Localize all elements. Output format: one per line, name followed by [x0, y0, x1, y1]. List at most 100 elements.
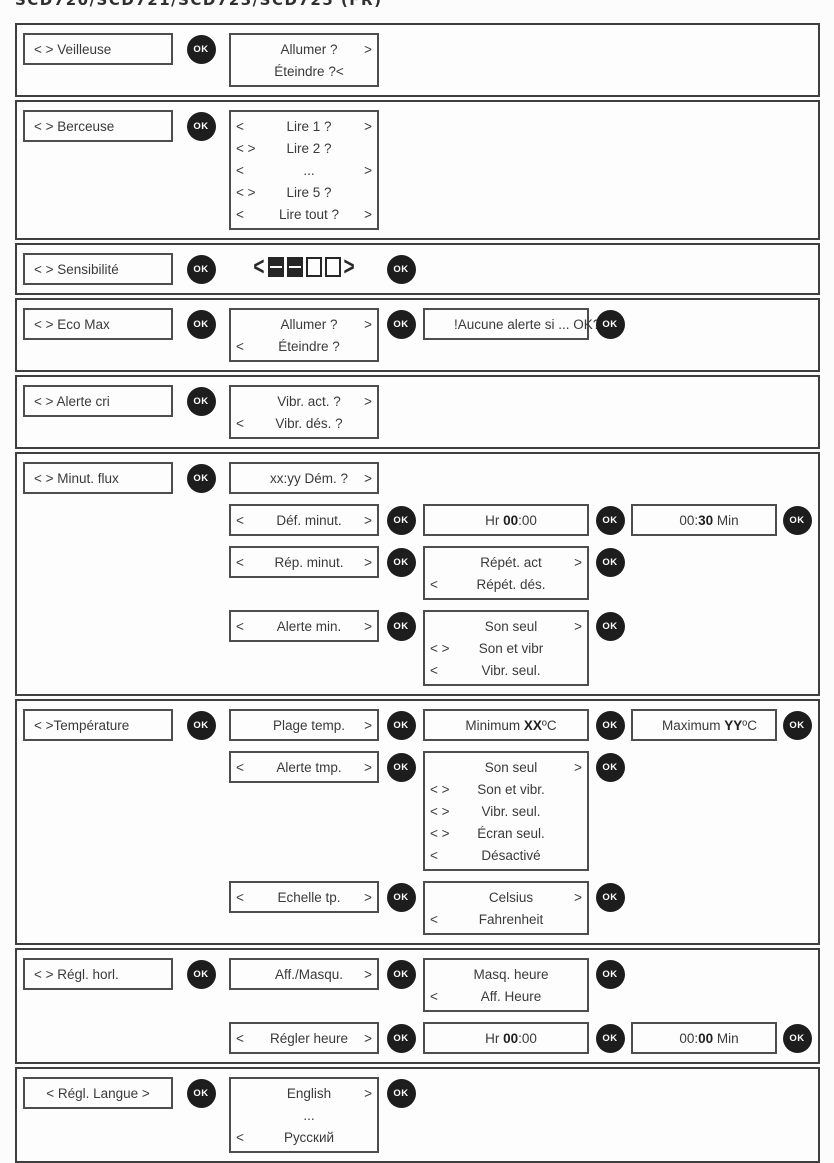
segment-empty: [305, 257, 322, 277]
screen-line: 00:30 Min: [679, 512, 739, 528]
ok-button: OK: [595, 753, 625, 782]
screen-line: Maximum YYºC: [662, 717, 757, 733]
screen-line: <Alerte tmp.>: [236, 759, 372, 775]
screen-line: Masq. heure: [473, 966, 549, 982]
ok-button: OK: [386, 506, 416, 535]
screen-line: <Répét. dés.: [430, 576, 546, 592]
screen-line: <Déf. minut.>: [236, 512, 372, 528]
screen-line: Hr 00:00: [485, 512, 537, 528]
ok-button: OK: [186, 387, 216, 416]
screen-aff-masqu: Aff./Masqu.>: [229, 958, 379, 990]
ok-button: OK: [386, 310, 416, 339]
ok-button: OK: [386, 711, 416, 740]
screen-line: <Rép. minut.>: [236, 554, 372, 570]
screen-alerte-cri-vibration: Vibr. act. ?><Vibr. dés. ?: [229, 385, 379, 439]
section-alerte-cri: < > Alerte cri OK Vibr. act. ?><Vibr. dés.…: [15, 375, 820, 449]
screen-minuteur-minutes: 00:30 Min: [631, 504, 777, 536]
screen-langue-options: English>...<Русский: [229, 1077, 379, 1153]
screen-alerte-tmp: <Alerte tmp.>: [229, 751, 379, 783]
screen-line: Minimum XXºC: [465, 717, 557, 733]
screen-line: Son seul>: [484, 618, 582, 634]
ok-button: OK: [595, 310, 625, 339]
ok-button: OK: [186, 35, 216, 64]
screen-line: !Aucune alerte si ... OK?: [454, 316, 601, 332]
ok-button: OK: [386, 960, 416, 989]
menu-item-regl-langue: < Régl. Langue >: [23, 1077, 173, 1109]
ok-button: OK: [386, 255, 416, 284]
screen-eco-max-no-alert-note: !Aucune alerte si ... OK?: [423, 308, 601, 340]
screen-berceuse-lullabies: <Lire 1 ?>< >Lire 2 ?<...>< >Lire 5 ?<Li…: [229, 110, 379, 230]
screen-temp-minimum: Minimum XXºC: [423, 709, 589, 741]
screen-line: < >Lire 5 ?: [236, 184, 332, 200]
section-veilleuse: < > Veilleuse OK Allumer ?>Éteindre ?<: [15, 23, 820, 97]
screen-line: <Aff. Heure: [430, 988, 542, 1004]
segment-filled: [286, 257, 303, 277]
screen-line: < >Son et vibr.: [430, 781, 545, 797]
menu-item-veilleuse: < > Veilleuse: [23, 33, 173, 65]
ok-button: OK: [186, 464, 216, 493]
screen-line: < >Vibr. seul.: [430, 803, 541, 819]
flow-row: < > Alerte cri OK Vibr. act. ?><Vibr. dés.…: [17, 385, 818, 439]
ok-button: OK: [186, 960, 216, 989]
screen-line: < >Son et vibr: [430, 640, 544, 656]
ok-button: OK: [186, 255, 216, 284]
menu-item-alerte-cri: < > Alerte cri: [23, 385, 173, 417]
screen-minuteur-demarrer: xx:yy Dém. ?>: [229, 462, 379, 494]
screen-horloge-heures: Hr 00:00: [423, 1022, 589, 1054]
screen-line: <Русский: [236, 1129, 335, 1145]
ok-button: OK: [386, 883, 416, 912]
screen-echelle-tp: <Echelle tp.>: [229, 881, 379, 913]
ok-button: OK: [595, 548, 625, 577]
screen-line: < >Lire 2 ?: [236, 140, 332, 156]
screen-line: Hr 00:00: [485, 1030, 537, 1046]
menu-item-berceuse: < > Berceuse: [23, 110, 173, 142]
screen-temp-maximum: Maximum YYºC: [631, 709, 777, 741]
screen-line: <Fahrenheit: [430, 911, 544, 927]
screen-line: xx:yy Dém. ?>: [269, 470, 372, 486]
screen-rep-minut: <Rép. minut.>: [229, 546, 379, 578]
screen-def-minut: <Déf. minut.>: [229, 504, 379, 536]
screen-echelle-options: Celsius> <Fahrenheit: [423, 881, 589, 935]
page-title: SCD720/SCD721/SCD723/SCD725 (FR): [15, 0, 383, 9]
segment-filled: [267, 257, 284, 277]
screen-regler-heure: <Régler heure>: [229, 1022, 379, 1054]
screen-line: Aff./Masqu.>: [274, 966, 372, 982]
screen-horloge-minutes: 00:00 Min: [631, 1022, 777, 1054]
screen-minuteur-heures: Hr 00:00: [423, 504, 589, 536]
ok-button: OK: [186, 310, 216, 339]
screen-line: Son seul>: [484, 759, 582, 775]
screen-line: Allumer ?>: [280, 316, 372, 332]
screen-line: Répét. act>: [480, 554, 582, 570]
screen-line: <Désactivé: [430, 847, 541, 863]
screen-line: <...>: [236, 162, 372, 178]
ok-button: OK: [595, 711, 625, 740]
segment-empty: [324, 257, 341, 277]
screen-repetition-options: Répét. act> <Répét. dés.: [423, 546, 589, 600]
ok-button: OK: [386, 1024, 416, 1053]
screen-line: Celsius>: [488, 889, 582, 905]
screen-line: ...: [303, 1107, 315, 1123]
ok-button: OK: [595, 506, 625, 535]
ok-button: OK: [386, 753, 416, 782]
ok-button: OK: [186, 711, 216, 740]
screen-veilleuse-on-off: Allumer ?>Éteindre ?<: [229, 33, 379, 87]
screen-plage-temp: Plage temp.>: [229, 709, 379, 741]
ok-button: OK: [386, 1079, 416, 1108]
ok-button: OK: [595, 612, 625, 641]
flow-row: <Alerte tmp.> OK Son seul> < >Son et vibr. <…: [17, 751, 818, 871]
ok-button: OK: [595, 1024, 625, 1053]
screen-line: <Vibr. dés. ?: [236, 415, 343, 431]
